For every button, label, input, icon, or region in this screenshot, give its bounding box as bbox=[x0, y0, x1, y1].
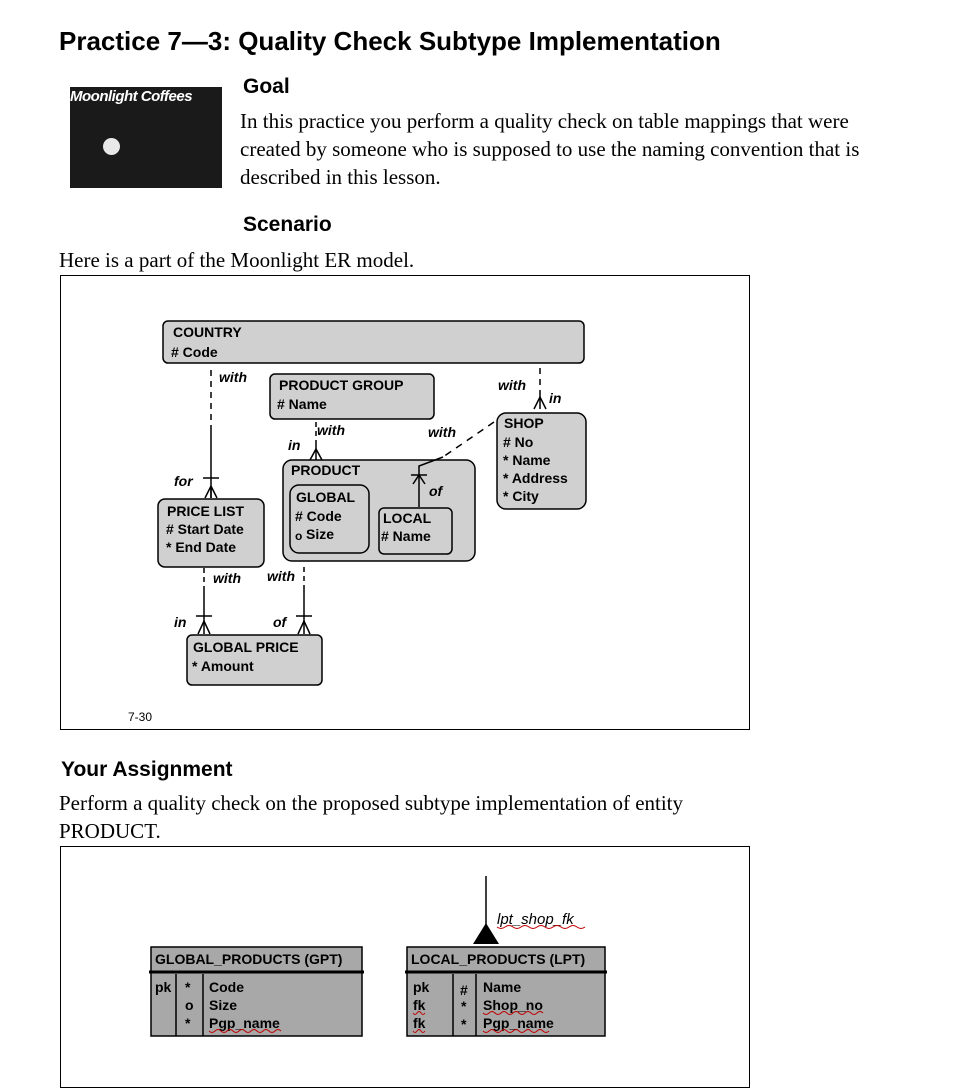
table-flag: * bbox=[185, 979, 191, 995]
local-products-table: LOCAL_PRODUCTS (LPT) pk fk fk # * * Name… bbox=[405, 946, 607, 1037]
table-flag: # bbox=[460, 982, 468, 998]
label-pricelist-with: with bbox=[213, 570, 241, 586]
table-column: Shop_no bbox=[483, 997, 543, 1013]
label-gp-in: in bbox=[174, 614, 186, 630]
label-country-with: with bbox=[219, 369, 247, 385]
country-attr: # Code bbox=[171, 344, 218, 360]
label-global-with: with bbox=[267, 568, 295, 584]
entity-shop bbox=[496, 412, 587, 510]
table-flag: * bbox=[461, 1016, 467, 1032]
goal-line: described in this lesson. bbox=[240, 165, 441, 189]
label-shop-in: in bbox=[549, 390, 561, 406]
label-pg-with: with bbox=[317, 422, 345, 438]
table-key: fk bbox=[413, 997, 426, 1013]
entity-country bbox=[162, 320, 585, 364]
shop-attr: * City bbox=[503, 488, 539, 504]
table-key: fk bbox=[413, 1015, 426, 1031]
label-shop-with-local: with bbox=[428, 424, 456, 440]
entity-local bbox=[378, 507, 453, 555]
table-diagram: lpt_shop_fk GLOBAL_PRODUCTS (GPT) pk * o… bbox=[60, 846, 750, 1088]
table-key: pk bbox=[413, 979, 430, 995]
assignment-line: PRODUCT. bbox=[59, 819, 161, 843]
logo-text: Moonlight Coffees bbox=[70, 88, 193, 105]
table-title: GLOBAL_PRODUCTS (GPT) bbox=[155, 951, 342, 967]
table-column: Pgp_name bbox=[483, 1015, 554, 1031]
table-column: Name bbox=[483, 979, 521, 995]
label-pricelist-for: for bbox=[174, 473, 194, 489]
price-list-attr: * End Date bbox=[166, 539, 236, 555]
table-title: LOCAL_PRODUCTS (LPT) bbox=[411, 951, 585, 967]
table-key: pk bbox=[155, 979, 172, 995]
table-flag: * bbox=[185, 1015, 191, 1031]
assignment-heading: Your Assignment bbox=[61, 758, 233, 781]
assignment-line: Perform a quality check on the proposed … bbox=[59, 791, 684, 815]
shop-attr: # No bbox=[503, 434, 533, 450]
entity-price-list bbox=[157, 498, 265, 568]
label-shop-with: with bbox=[498, 377, 526, 393]
local-name: LOCAL bbox=[383, 510, 432, 526]
table-column: Pgp_name bbox=[209, 1015, 280, 1031]
er-diagram: COUNTRY # Code PRODUCT GROUP # Name SHOP… bbox=[60, 275, 750, 730]
table-flag: o bbox=[185, 997, 194, 1013]
product-group-name: PRODUCT GROUP bbox=[279, 377, 403, 393]
moonlight-logo: Moonlight Coffees bbox=[70, 87, 222, 188]
goal-line: created by someone who is supposed to us… bbox=[240, 137, 860, 161]
shop-attr: * Name bbox=[503, 452, 551, 468]
label-gp-of: of bbox=[273, 614, 288, 630]
scenario-text: Here is a part of the Moonlight ER model… bbox=[59, 248, 415, 272]
country-name: COUNTRY bbox=[173, 324, 242, 340]
scenario-heading: Scenario bbox=[243, 213, 332, 236]
moon-icon bbox=[103, 138, 120, 155]
table-column: Size bbox=[209, 997, 237, 1013]
table-diagram-canvas: lpt_shop_fk GLOBAL_PRODUCTS (GPT) pk * o… bbox=[149, 876, 607, 1037]
page-reference: 7-30 bbox=[128, 710, 152, 724]
global-attr: # Code bbox=[295, 508, 342, 524]
fk-label: lpt_shop_fk bbox=[497, 911, 575, 928]
fk-arrow-icon bbox=[473, 923, 499, 944]
assignment-text: Perform a quality check on the proposed … bbox=[59, 789, 683, 845]
goal-heading: Goal bbox=[243, 75, 290, 98]
global-optional-symbol: o bbox=[295, 529, 302, 543]
global-price-name: GLOBAL PRICE bbox=[193, 639, 299, 655]
entity-product-group bbox=[269, 373, 435, 420]
global-name: GLOBAL bbox=[296, 489, 356, 505]
table-column: Code bbox=[209, 979, 244, 995]
product-group-attr: # Name bbox=[277, 396, 327, 412]
global-price-attr: * Amount bbox=[192, 658, 254, 674]
table-flag: * bbox=[461, 998, 467, 1014]
goal-line: In this practice you perform a quality c… bbox=[240, 109, 849, 133]
label-local-of: of bbox=[429, 483, 444, 499]
price-list-name: PRICE LIST bbox=[167, 503, 244, 519]
shop-name: SHOP bbox=[504, 415, 544, 431]
er-diagram-canvas: COUNTRY # Code PRODUCT GROUP # Name SHOP… bbox=[128, 320, 587, 724]
goal-text: In this practice you perform a quality c… bbox=[240, 107, 859, 191]
price-list-attr: # Start Date bbox=[166, 521, 244, 537]
product-name: PRODUCT bbox=[291, 462, 361, 478]
local-attr: # Name bbox=[381, 528, 431, 544]
entity-global bbox=[289, 484, 370, 554]
global-attr: Size bbox=[306, 526, 334, 542]
shop-attr: * Address bbox=[503, 470, 568, 486]
global-products-table: GLOBAL_PRODUCTS (GPT) pk * o * Code Size… bbox=[149, 946, 364, 1037]
label-product-in: in bbox=[288, 437, 300, 453]
entity-global-price bbox=[186, 634, 323, 686]
page-title: Practice 7—3: Quality Check Subtype Impl… bbox=[59, 26, 721, 56]
